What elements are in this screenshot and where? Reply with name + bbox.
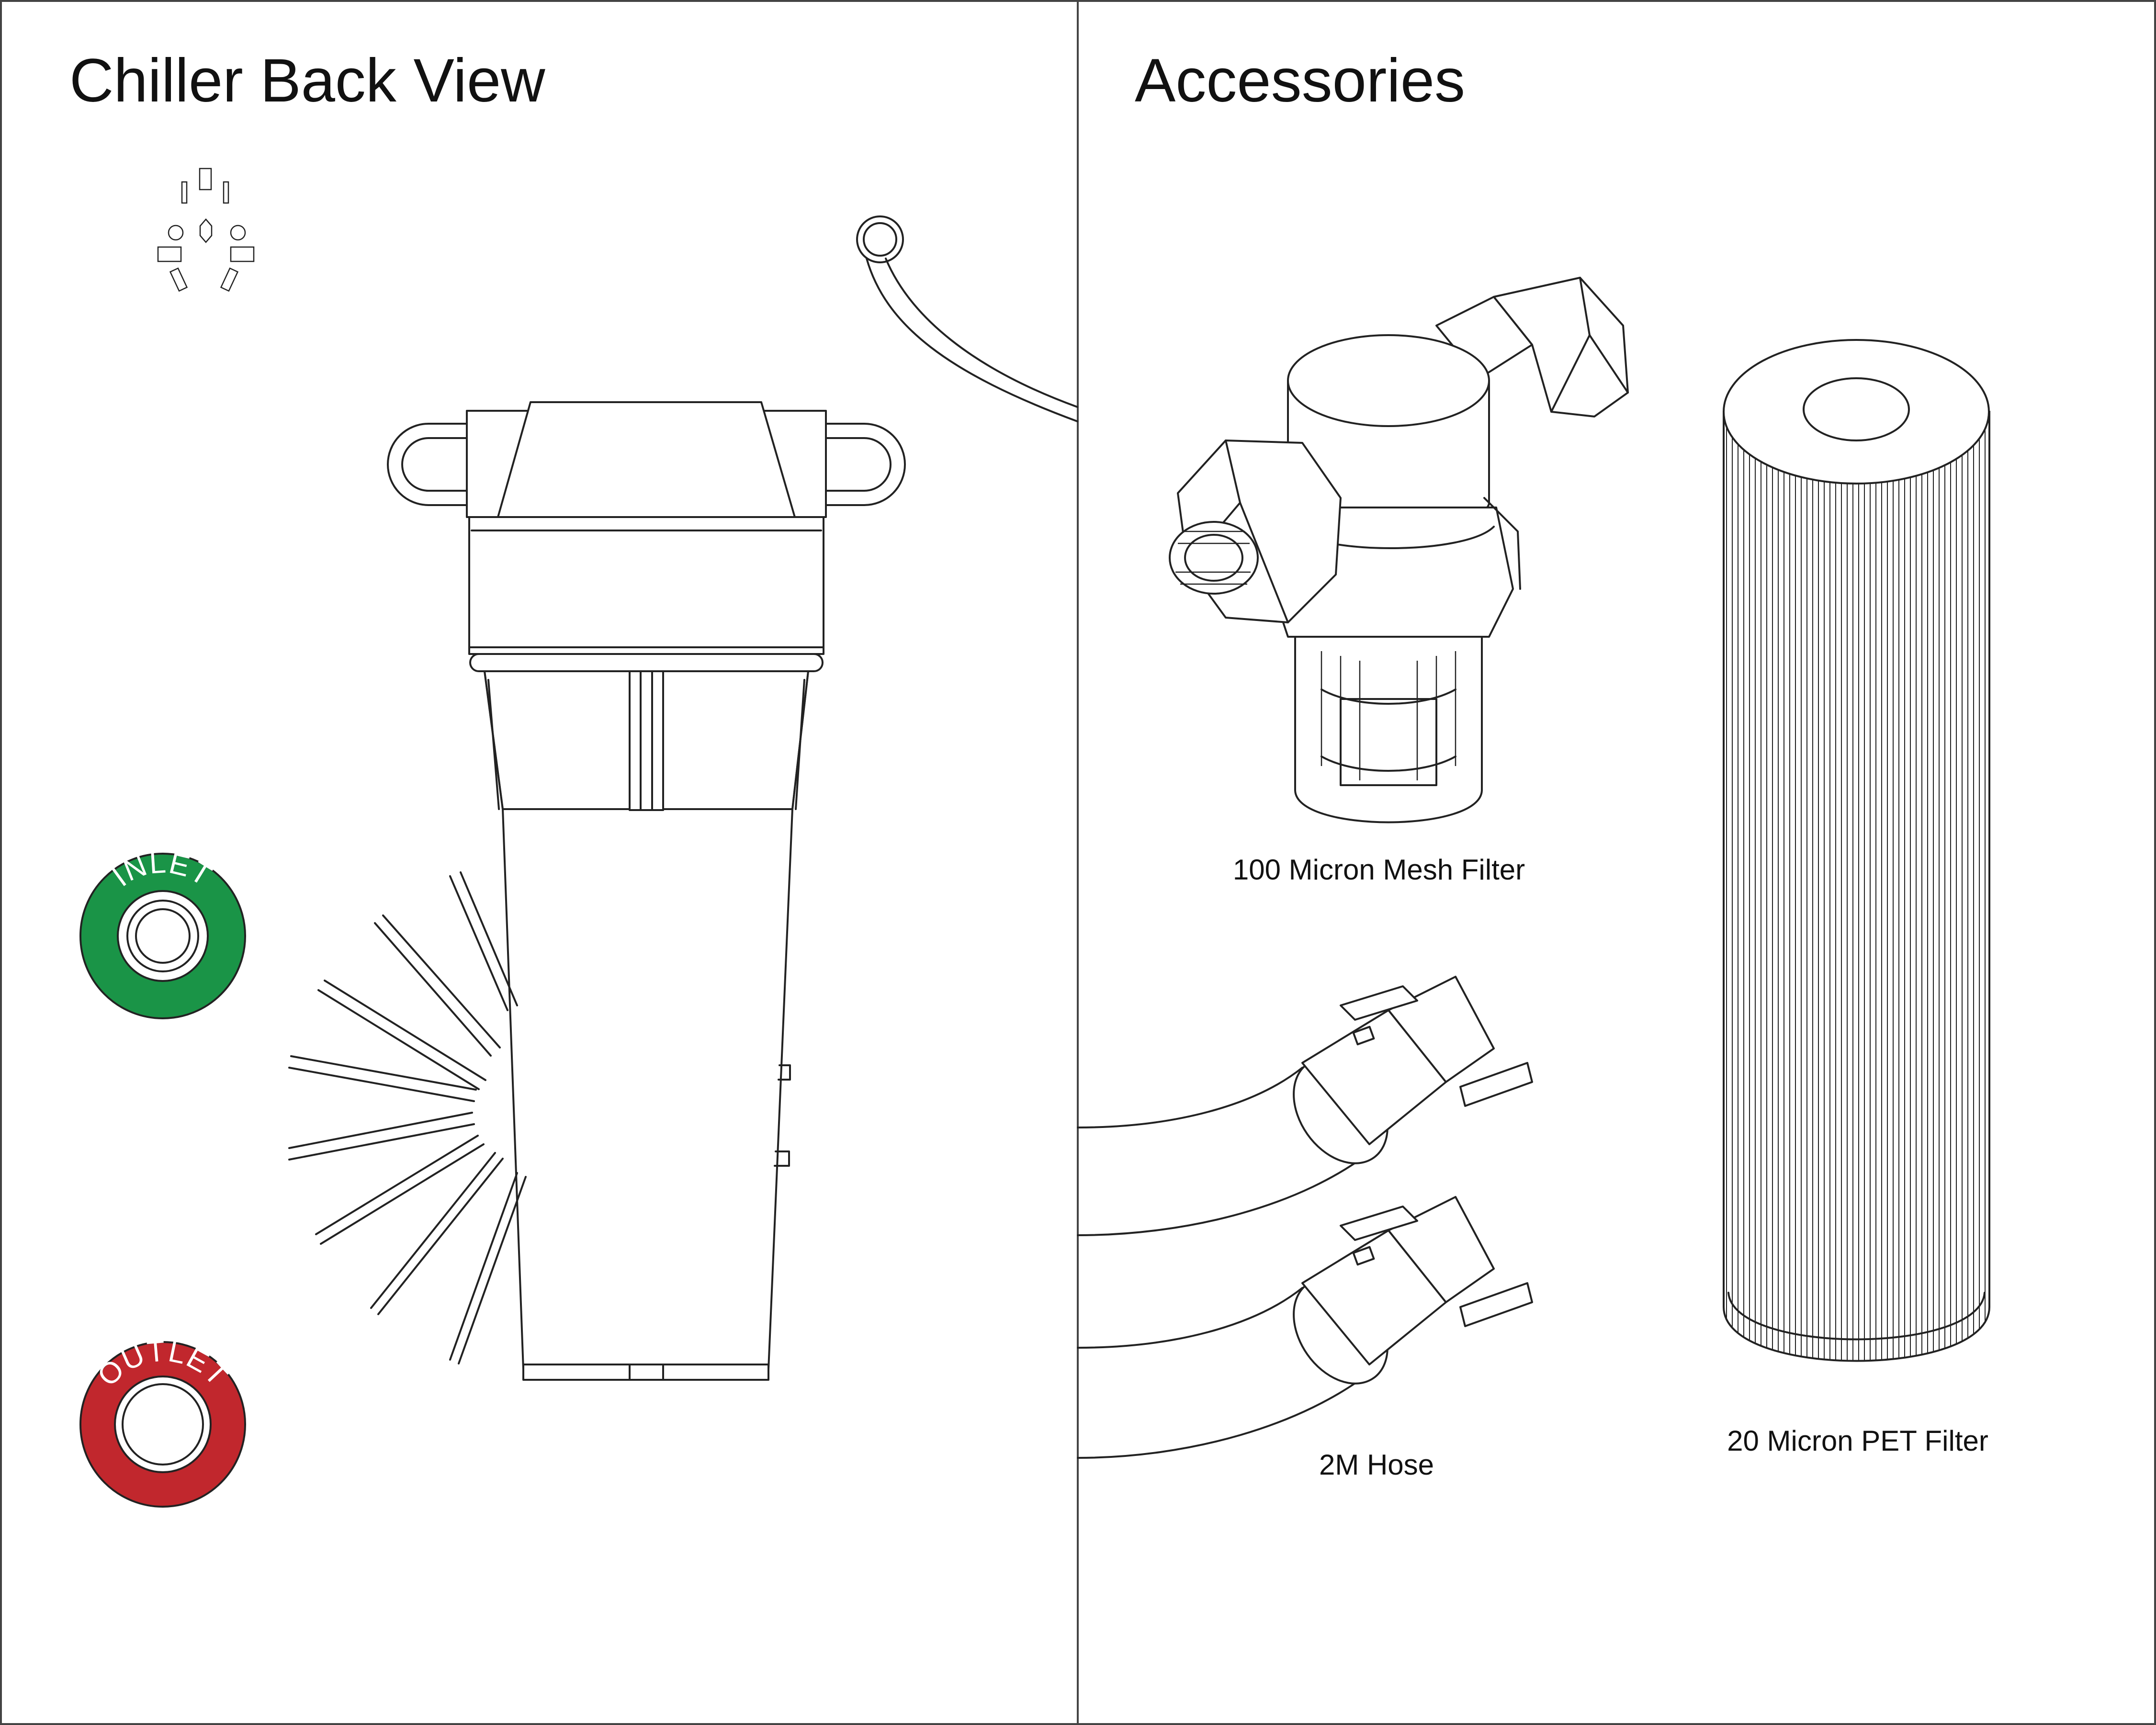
inlet-port: INLET — [79, 846, 246, 1019]
wrench-rods — [288, 871, 527, 1364]
hose-illustration — [1077, 976, 1533, 1459]
mesh-filter-illustration — [1169, 277, 1629, 823]
power-socket-icon — [157, 168, 255, 292]
mesh-filter-label: 100 Micron Mesh Filter — [1233, 854, 1525, 886]
pet-filter-illustration — [1723, 339, 1990, 1362]
right-panel-title: Accessories — [1135, 46, 1465, 115]
filter-housing — [387, 401, 906, 1381]
power-cord — [856, 215, 1078, 422]
outlet-port: OUTLET — [79, 1334, 246, 1508]
left-panel-title: Chiller Back View — [69, 46, 545, 115]
pet-filter-label: 20 Micron PET Filter — [1727, 1425, 1988, 1457]
hose-label: 2M Hose — [1319, 1449, 1434, 1481]
